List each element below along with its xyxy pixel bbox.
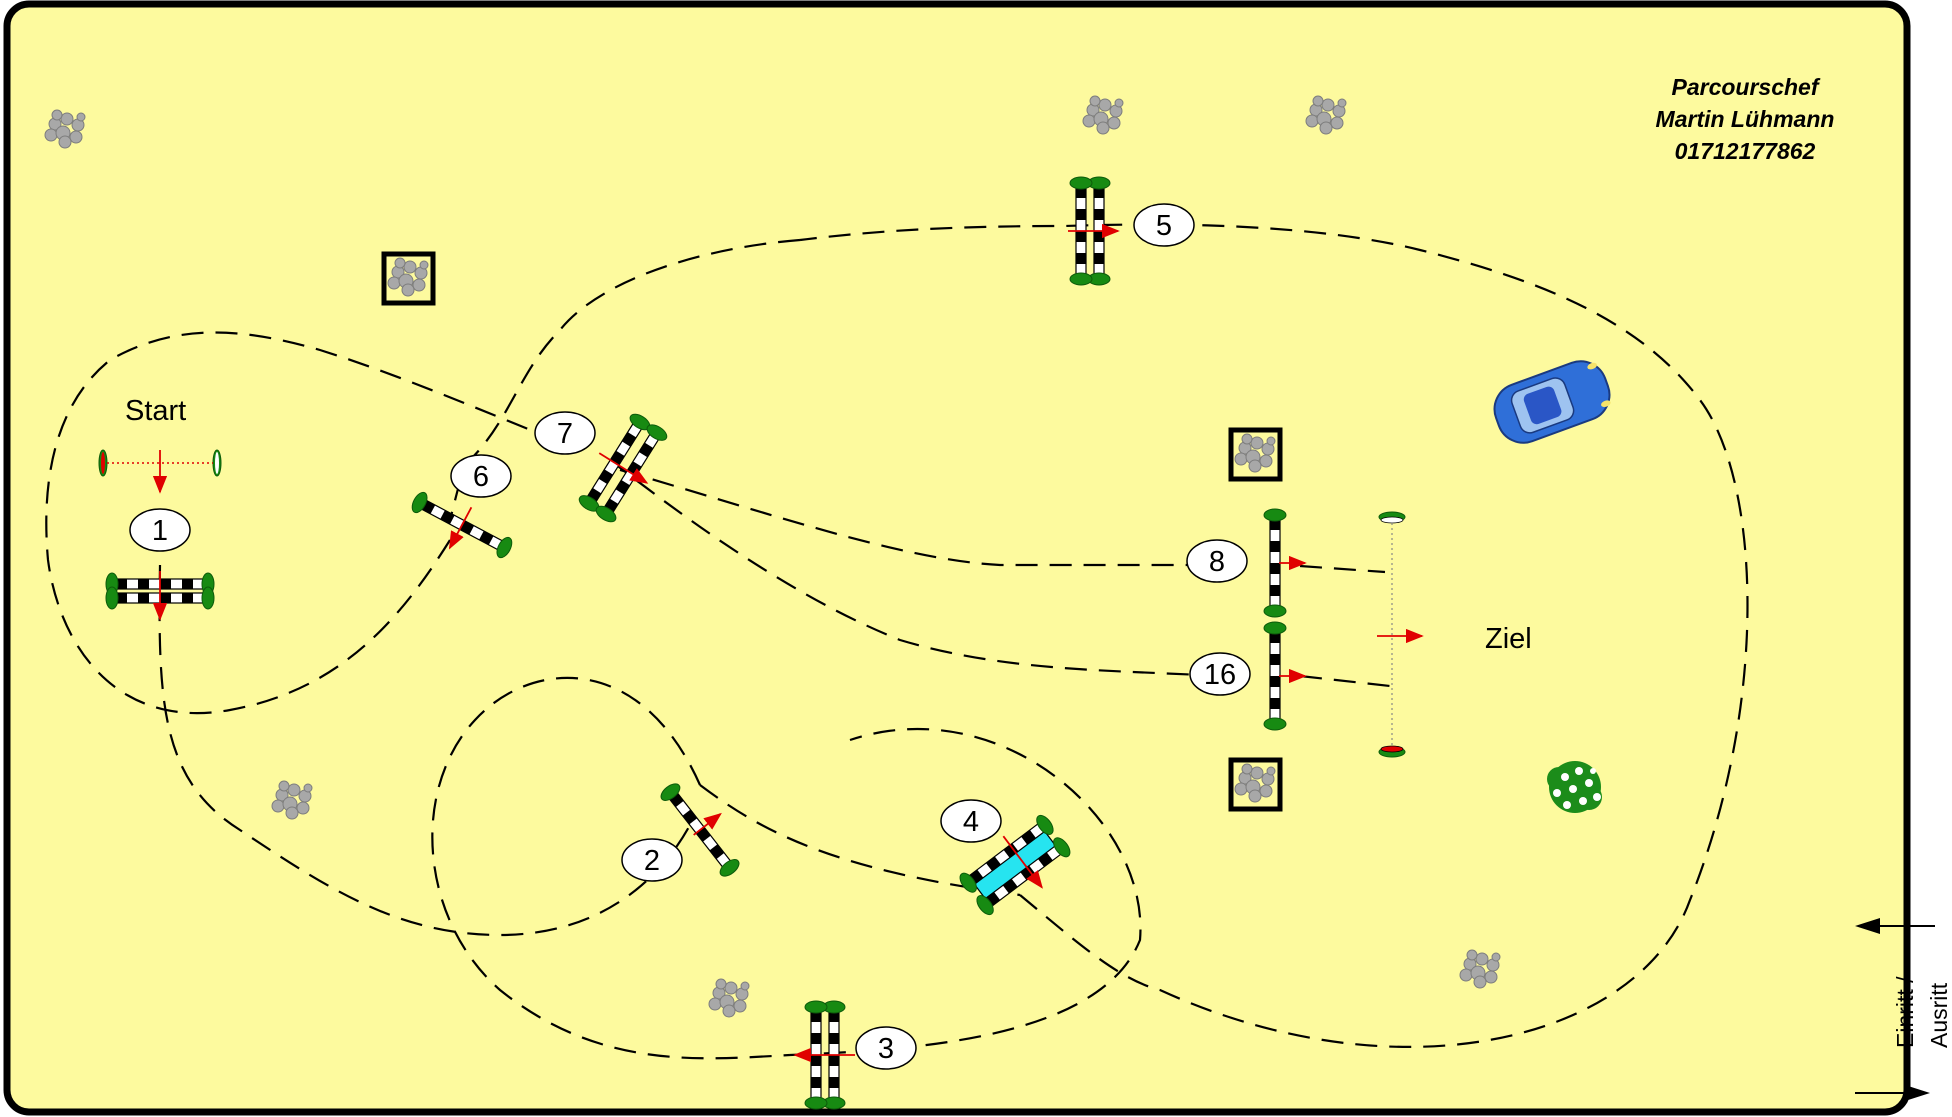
number-label-7: 7 (534, 411, 596, 455)
obstacle-2 (657, 780, 743, 880)
number-label-5: 5 (1133, 203, 1195, 247)
obstacle-4 (956, 811, 1074, 919)
svg-text:2: 2 (644, 845, 660, 877)
svg-text:4: 4 (963, 806, 979, 838)
course-designer-name: Martin Lühmann (1656, 106, 1835, 132)
start-line (98, 449, 222, 494)
car-icon (1493, 360, 1611, 444)
number-label-6: 6 (450, 454, 512, 498)
number-label-1: 1 (129, 508, 191, 552)
obstacle-1 (105, 571, 215, 621)
svg-text:3: 3 (878, 1033, 894, 1065)
svg-text:16: 16 (1204, 659, 1236, 691)
svg-text:7: 7 (557, 418, 573, 450)
course-designer-phone: 01712177862 (1675, 138, 1816, 164)
entry-label: Einritt / (1892, 976, 1918, 1048)
number-label-8: 8 (1186, 539, 1248, 583)
obstacle-7 (575, 410, 671, 526)
svg-text:5: 5 (1156, 210, 1172, 242)
arena (3, 0, 1911, 1116)
course-designer-role: Parcourschef (1671, 74, 1820, 100)
stone-planter-icon (1228, 757, 1283, 812)
finish-line (1377, 511, 1424, 758)
svg-text:6: 6 (473, 461, 489, 493)
finish-label: Ziel (1485, 623, 1532, 655)
start-label: Start (125, 395, 186, 427)
stone-planter-icon (381, 251, 436, 306)
obstacle-6 (408, 489, 516, 561)
flower-bush-icon (1547, 761, 1602, 813)
obstacle-8 (1263, 508, 1307, 618)
obstacle-3 (793, 1000, 855, 1110)
obstacle-5 (1068, 176, 1120, 286)
course-route (45, 223, 1749, 1060)
stone-planter-icon (1228, 427, 1283, 482)
obstacle-16 (1263, 621, 1307, 731)
entry-exit: Einritt / Ausritt (1855, 918, 1952, 1101)
svg-text:8: 8 (1209, 546, 1225, 578)
number-label-2: 2 (621, 838, 683, 882)
number-label-3: 3 (855, 1026, 917, 1070)
exit-label: Ausritt (1926, 982, 1952, 1048)
number-label-4: 4 (940, 799, 1002, 843)
svg-text:1: 1 (152, 515, 168, 547)
number-label-16: 16 (1189, 652, 1251, 696)
